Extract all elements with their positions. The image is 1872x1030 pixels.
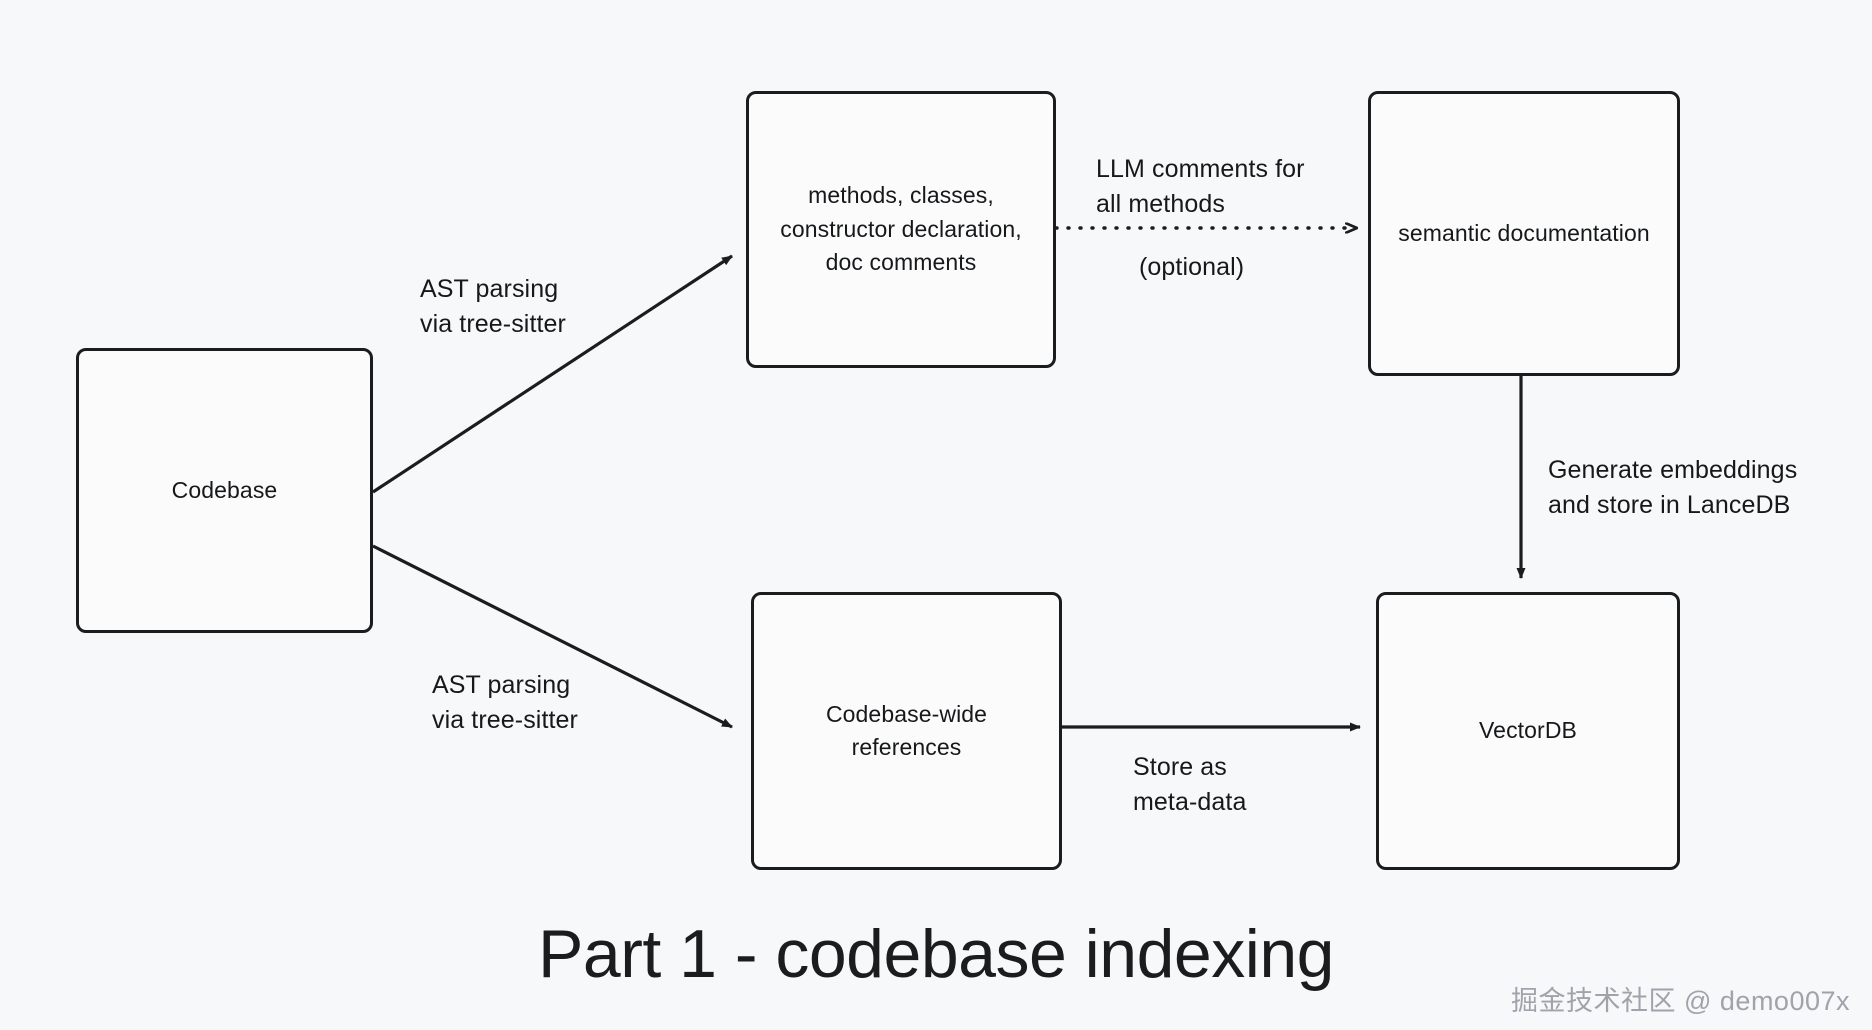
node-ast-extracts[interactable]: methods, classes, constructor declaratio… — [746, 91, 1056, 368]
node-codebase[interactable]: Codebase — [76, 348, 373, 633]
edge-label-references-to-vectordb: Store as meta-data — [1133, 753, 1247, 816]
page-title: Part 1 - codebase indexing — [538, 916, 1334, 992]
edge-sublabel-optional: (optional) — [1139, 253, 1245, 281]
node-codebase-wide-references-label: Codebase-wide references — [825, 700, 988, 760]
edge-label-codebase-to-references: AST parsing via tree-sitter — [432, 671, 578, 734]
watermark: 掘金技术社区 @ demo007x — [1511, 986, 1850, 1016]
node-ast-extracts-label: methods, classes, constructor declaratio… — [780, 182, 1022, 276]
node-semantic-documentation-label: semantic documentation — [1398, 219, 1650, 246]
node-semantic-documentation[interactable]: semantic documentation — [1368, 91, 1680, 376]
edge-label-ast-extracts-to-semantic-documentation: LLM comments for all methods — [1096, 155, 1305, 218]
edge-label-codebase-to-ast-extracts: AST parsing via tree-sitter — [420, 275, 566, 338]
node-vectordb-label: VectorDB — [1479, 717, 1577, 744]
edge-label-semantic-documentation-to-vectordb: Generate embeddings and store in LanceDB — [1548, 456, 1798, 519]
node-codebase-label: Codebase — [171, 476, 278, 503]
node-vectordb[interactable]: VectorDB — [1376, 592, 1680, 870]
node-codebase-wide-references[interactable]: Codebase-wide references — [751, 592, 1062, 870]
